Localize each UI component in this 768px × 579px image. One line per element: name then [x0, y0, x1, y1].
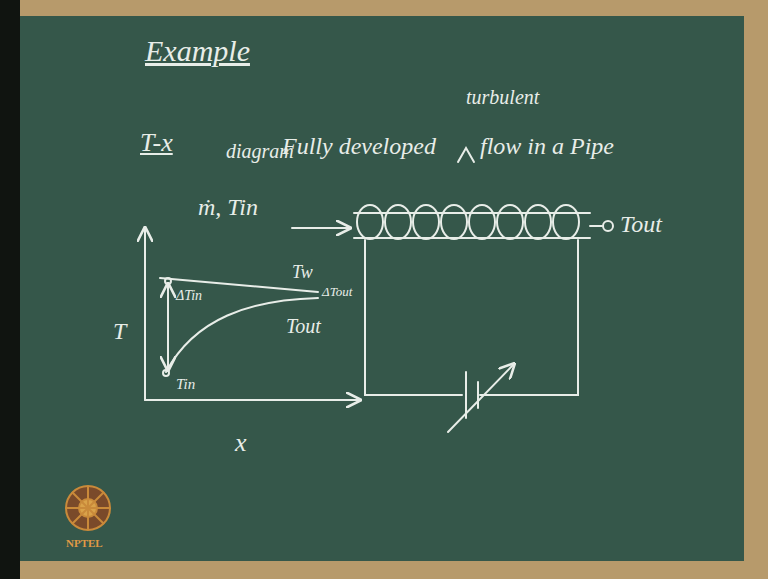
nptel-logo: [66, 486, 110, 530]
note: Fully developed: [282, 133, 436, 161]
dimension: ΔTout: [322, 285, 352, 300]
inserted-word: turbulent: [466, 86, 539, 109]
point: [165, 278, 171, 284]
frame-right: [744, 0, 768, 579]
frame-bottom: [0, 561, 768, 579]
x-axis: [145, 399, 360, 401]
frame-left: [0, 0, 20, 579]
logo-text: NPTEL: [66, 537, 103, 550]
outlet-end: [603, 221, 613, 231]
heater-circuit: [365, 240, 578, 395]
outlet-line: [590, 225, 602, 227]
dimension: ΔTin: [176, 288, 202, 304]
heating-coil: [357, 205, 579, 239]
point: [163, 370, 169, 376]
note: flow in a Pipe: [480, 133, 614, 161]
variable-arrow: [448, 364, 514, 432]
delta-t-in-arrow: [167, 284, 169, 370]
axis-label: x: [235, 428, 247, 458]
curve-label: Tout: [286, 315, 321, 338]
inlet-label: ṁ, Tin: [198, 194, 258, 222]
curve-label: Tw: [292, 262, 313, 283]
outlet-label: Tout: [620, 211, 662, 239]
inlet-arrow: [292, 227, 350, 229]
insert-caret: [458, 148, 474, 162]
y-axis: [144, 228, 146, 400]
axis-label: T: [113, 318, 126, 346]
frame-top: [0, 0, 768, 16]
diagram-type: T-x: [140, 128, 173, 158]
curve-label: Tin: [176, 376, 195, 393]
heading: Example: [145, 34, 250, 69]
